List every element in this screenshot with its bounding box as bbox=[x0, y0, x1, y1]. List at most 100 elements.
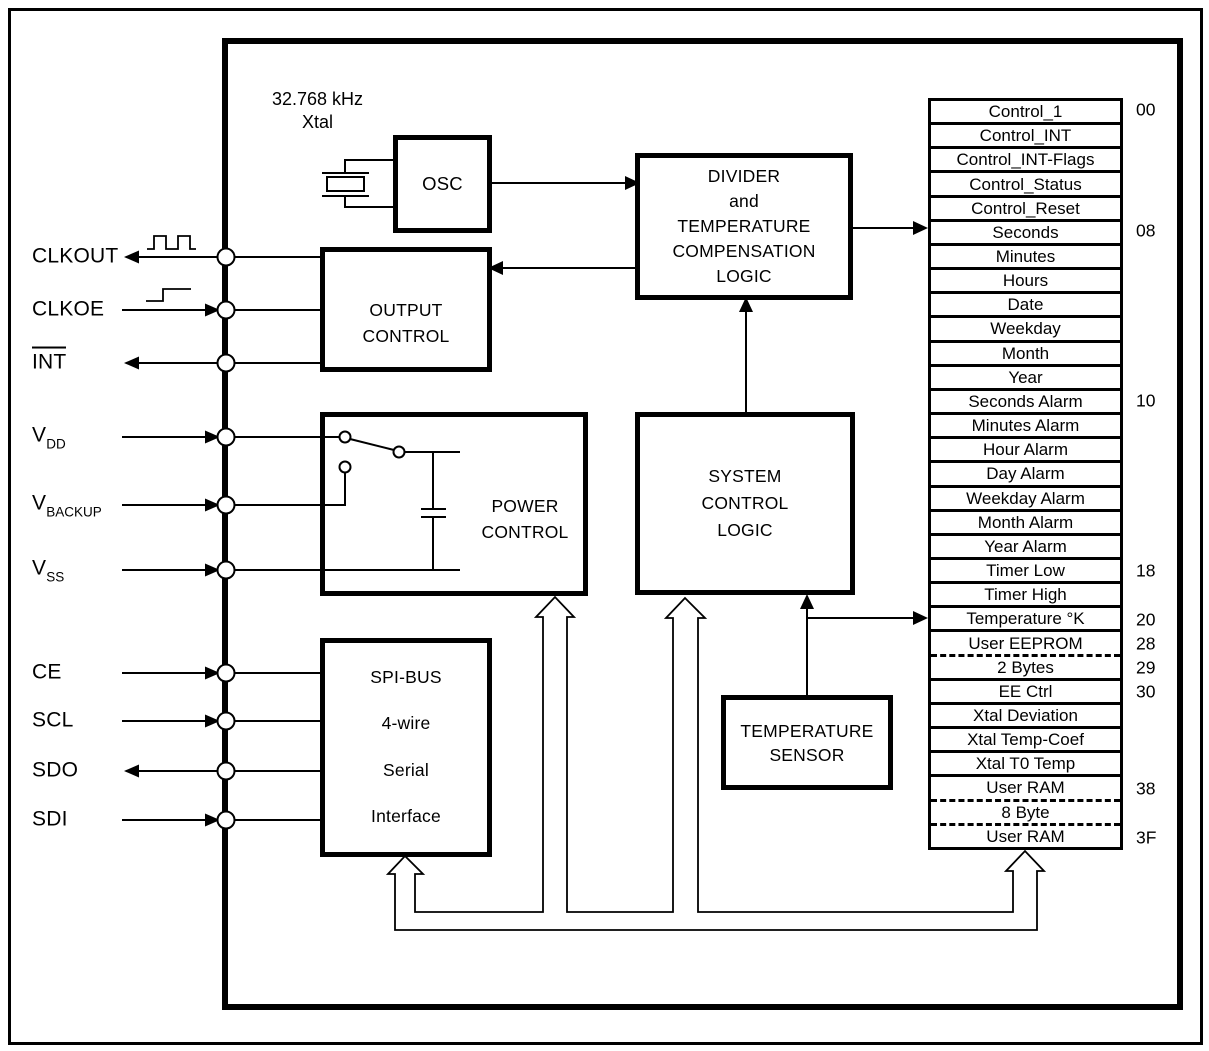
register-label: Xtal Deviation bbox=[973, 705, 1078, 725]
crystal-frequency: 32.768 kHz bbox=[271, 89, 364, 109]
register-address: 00 bbox=[1136, 99, 1156, 120]
register-row: Day Alarm bbox=[931, 463, 1120, 488]
register-row: Date bbox=[931, 294, 1120, 319]
pin-label-vss: VSS bbox=[32, 556, 65, 585]
block-temperature-sensor: TEMPERATURE SENSOR bbox=[721, 695, 893, 790]
crystal-label: 32.768 kHz Xtal bbox=[245, 88, 390, 134]
pin-label-sdi: SDI bbox=[32, 807, 68, 831]
block-divider-line4: COMPENSATION bbox=[672, 241, 816, 261]
register-address: 30 bbox=[1136, 681, 1156, 702]
register-row: Control_1 bbox=[931, 101, 1120, 126]
register-row: Month bbox=[931, 342, 1120, 367]
register-row: Year bbox=[931, 366, 1120, 391]
block-power-line2: CONTROL bbox=[481, 522, 569, 542]
register-row: Seconds bbox=[931, 221, 1120, 246]
register-row: Control_INT bbox=[931, 125, 1120, 150]
block-system-line1: SYSTEM bbox=[708, 466, 782, 486]
register-row: Timer High bbox=[931, 584, 1120, 609]
register-row: Weekday bbox=[931, 318, 1120, 343]
block-divider-line5: LOGIC bbox=[716, 266, 772, 286]
register-label: Month Alarm bbox=[977, 512, 1074, 532]
block-output-line2: CONTROL bbox=[362, 325, 450, 346]
register-row: Hours bbox=[931, 270, 1120, 295]
block-power-label: POWER CONTROL bbox=[469, 493, 581, 545]
register-label: Control_INT-Flags bbox=[956, 150, 1095, 170]
register-row: Month Alarm bbox=[931, 511, 1120, 536]
block-osc-label: OSC bbox=[422, 173, 463, 194]
pin-label-clkoe: CLKOE bbox=[32, 297, 105, 321]
register-row: Seconds Alarm bbox=[931, 390, 1120, 416]
register-label: Date bbox=[1007, 295, 1044, 315]
register-label: Minutes bbox=[995, 247, 1056, 267]
register-address: 29 bbox=[1136, 657, 1156, 678]
register-label: Xtal Temp-Coef bbox=[967, 730, 1084, 750]
register-label: Control_INT bbox=[979, 126, 1072, 146]
register-address: 38 bbox=[1136, 778, 1156, 799]
register-row: User EEPROM bbox=[931, 632, 1120, 657]
block-power-line1: POWER bbox=[491, 496, 559, 516]
block-system-line3: LOGIC bbox=[717, 520, 773, 540]
register-row: User RAM bbox=[931, 777, 1120, 802]
register-label: Hours bbox=[1002, 271, 1049, 291]
register-label: Timer Low bbox=[986, 561, 1065, 581]
block-temp-line1: TEMPERATURE bbox=[740, 720, 874, 741]
register-row: Weekday Alarm bbox=[931, 487, 1120, 512]
pin-label-int: INT bbox=[32, 346, 67, 375]
block-spi-line4: Interface bbox=[371, 805, 441, 826]
block-divider: DIVIDER and TEMPERATURE COMPENSATION LOG… bbox=[635, 153, 853, 300]
register-row: User RAM bbox=[931, 825, 1120, 847]
pin-label-scl: SCL bbox=[32, 708, 74, 732]
register-row: Hour Alarm bbox=[931, 439, 1120, 464]
register-label: Weekday bbox=[990, 319, 1061, 339]
block-output-line1: OUTPUT bbox=[369, 299, 443, 320]
register-address: 18 bbox=[1136, 560, 1156, 581]
register-label: 2 Bytes bbox=[997, 657, 1054, 677]
register-row: 2 Bytes bbox=[931, 656, 1120, 681]
pin-label-vdd: VDD bbox=[32, 423, 66, 452]
register-address: 3F bbox=[1136, 827, 1157, 848]
register-label: Year Alarm bbox=[984, 536, 1067, 556]
pin-label-ce: CE bbox=[32, 660, 62, 684]
pin-label-sdo: SDO bbox=[32, 758, 79, 782]
register-label: User RAM bbox=[986, 778, 1065, 798]
register-row: EE Ctrl bbox=[931, 680, 1120, 705]
register-row: Control_Reset bbox=[931, 197, 1120, 222]
register-row: Timer Low bbox=[931, 559, 1120, 585]
block-divider-line2: and bbox=[729, 191, 759, 211]
register-label: Minutes Alarm bbox=[971, 416, 1080, 436]
register-label: Seconds bbox=[992, 222, 1059, 242]
register-row: Xtal Deviation bbox=[931, 704, 1120, 730]
register-label: Weekday Alarm bbox=[966, 488, 1085, 508]
register-label: Temperature °K bbox=[966, 609, 1085, 629]
block-system-line2: CONTROL bbox=[701, 493, 789, 513]
register-row: Minutes bbox=[931, 245, 1120, 271]
register-row: Temperature °K bbox=[931, 608, 1120, 633]
block-spi-bus-interface: SPI-BUS 4-wire Serial Interface bbox=[320, 638, 492, 857]
register-label: Control_Status bbox=[969, 174, 1082, 194]
register-label: Hour Alarm bbox=[982, 440, 1069, 460]
register-row: Control_INT-Flags bbox=[931, 149, 1120, 174]
block-spi-line1: SPI-BUS bbox=[370, 667, 442, 687]
block-spi-line2: 4-wire bbox=[381, 713, 431, 734]
block-spi-line3: Serial bbox=[383, 759, 429, 780]
register-label: Year bbox=[1008, 367, 1043, 387]
block-osc: OSC bbox=[393, 135, 492, 233]
block-power-control: POWER CONTROL bbox=[320, 412, 588, 596]
register-label: Month bbox=[1001, 343, 1050, 363]
block-divider-line3: TEMPERATURE bbox=[677, 216, 811, 236]
register-label: User RAM bbox=[986, 826, 1065, 846]
pin-label-vbackup: VBACKUP bbox=[32, 491, 102, 520]
block-output-control: OUTPUT CONTROL bbox=[320, 247, 492, 372]
register-row: Xtal T0 Temp bbox=[931, 753, 1120, 778]
register-label: EE Ctrl bbox=[998, 681, 1053, 701]
figure-border bbox=[8, 8, 1203, 1045]
crystal-name: Xtal bbox=[301, 112, 334, 132]
register-label: Timer High bbox=[984, 585, 1067, 605]
register-address: 28 bbox=[1136, 633, 1156, 654]
block-temp-line2: SENSOR bbox=[769, 744, 845, 765]
register-label: Xtal T0 Temp bbox=[975, 754, 1076, 774]
register-row: 8 Byte bbox=[931, 801, 1120, 826]
register-label: Control_1 bbox=[988, 102, 1063, 122]
